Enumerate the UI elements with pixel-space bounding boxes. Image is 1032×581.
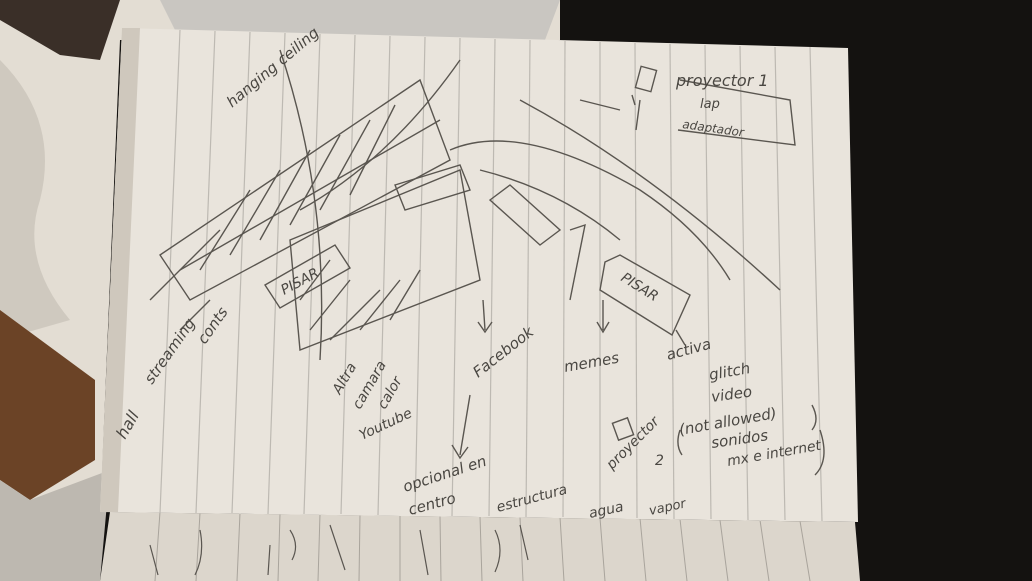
page-shadow [100,28,140,512]
label-video: video [710,382,753,406]
label-lap: lap [700,97,720,112]
label-agua: agua [588,499,625,522]
wooden-object [0,310,95,500]
rug [0,470,110,581]
lower-page-rules [154,511,811,581]
device-top [160,0,560,40]
label-projector-1: proyector 1 [675,71,769,90]
pencil-sketch [149,49,825,476]
label-projector-2-number: 2 [655,453,664,469]
blanket-fold [0,60,70,340]
lower-page [100,512,860,581]
dark-object [0,0,120,60]
page-rules [159,29,823,522]
lower-page-scribbles [149,524,529,576]
